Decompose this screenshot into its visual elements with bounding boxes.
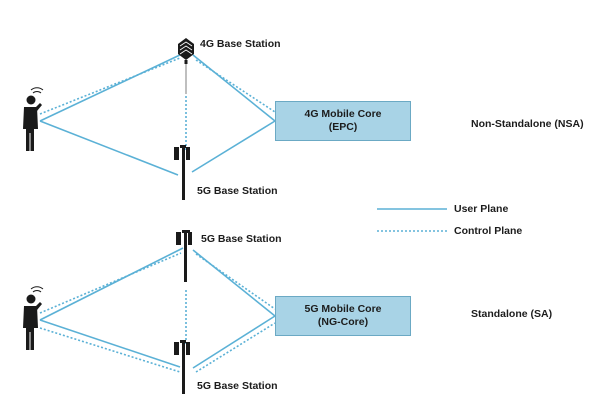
person-with-phone-icon [23, 87, 44, 151]
sa-control-plane-5g-bottom-to-core [195, 322, 276, 373]
5g-base-station-icon [174, 145, 190, 200]
sa-control-plane-5g-top-to-core [195, 253, 276, 310]
nsa-4g-base-station-label: 4G Base Station [200, 38, 281, 50]
5g-base-station-icon [174, 340, 190, 394]
nsa-5g-base-station-label: 5G Base Station [197, 185, 278, 197]
sa-5g-base-station-bottom-label: 5G Base Station [197, 380, 278, 392]
legend-user-plane-label: User Plane [454, 203, 509, 215]
nsa-user-plane-user-to-4g [39, 53, 183, 122]
sa-user-plane-5g-bottom-to-core [192, 315, 276, 369]
nsa-user-plane-4g-to-core [192, 54, 276, 122]
sa-user-plane-user-to-5g-bottom [39, 319, 181, 368]
nsa-control-plane-user-to-4g [39, 57, 181, 115]
4g-base-station-icon [178, 38, 194, 94]
sa-core-title: 5G Mobile Core [304, 303, 382, 315]
person-with-phone-icon [23, 286, 44, 350]
5g-base-station-icon [176, 230, 192, 282]
legend-control-plane-label: Control Plane [454, 225, 523, 237]
sa-connections [39, 247, 276, 373]
sa-5g-base-station-top-label: 5G Base Station [201, 233, 282, 245]
nsa-4g-mobile-core-box: 4G Mobile Core (EPC) [275, 101, 411, 141]
nsa-core-subtitle: (EPC) [328, 121, 358, 133]
legend-swatches [377, 208, 447, 232]
sa-user-plane-user-to-5g-top [39, 247, 184, 321]
sa-user-plane-5g-top-to-core [192, 249, 276, 317]
nsa-connections [39, 53, 276, 176]
sa-core-subtitle: (NG-Core) [317, 316, 369, 328]
sa-control-plane-user-to-5g-bottom [39, 327, 181, 373]
sa-mode-label: Standalone (SA) [471, 308, 553, 320]
nsa-mode-label: Non-Standalone (NSA) [471, 118, 584, 130]
sa-5g-mobile-core-box: 5G Mobile Core (NG-Core) [275, 296, 411, 336]
nsa-user-plane-user-to-5g [39, 120, 179, 176]
sa-control-plane-user-to-5g-top [39, 252, 182, 314]
nsa-core-title: 4G Mobile Core [304, 108, 382, 120]
nsa-user-plane-5g-to-core [191, 120, 276, 173]
